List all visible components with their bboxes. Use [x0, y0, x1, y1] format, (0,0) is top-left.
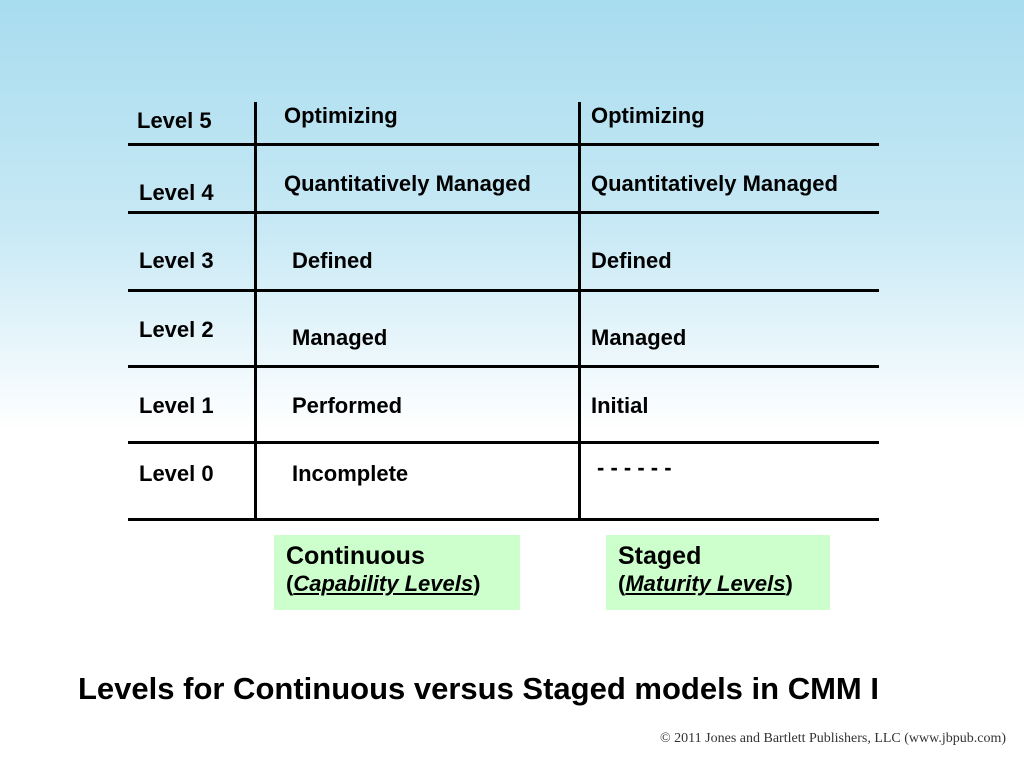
staged-legend-title: Staged [618, 542, 702, 570]
capability-level-name: Managed [292, 325, 388, 350]
capability-levels-label: Capability Levels [293, 571, 474, 596]
continuous-legend: Continuous (Capability Levels) [274, 535, 520, 610]
slide-caption: Levels for Continuous versus Staged mode… [78, 671, 879, 706]
maturity-level-name: Defined [591, 248, 672, 273]
row-divider [128, 143, 879, 146]
table-bottom-border [128, 518, 879, 521]
continuous-legend-title: Continuous [286, 542, 425, 570]
column-divider [254, 102, 257, 520]
copyright-notice: © 2011 Jones and Bartlett Publishers, LL… [660, 731, 1006, 746]
maturity-level-name: Quantitatively Managed [591, 171, 838, 196]
maturity-level-name: Optimizing [591, 103, 705, 128]
row-divider [128, 211, 879, 214]
level-label: Level 5 [137, 108, 212, 133]
row-divider [128, 441, 879, 444]
level-label: Level 2 [139, 317, 214, 342]
column-divider [578, 102, 581, 520]
level-label: Level 0 [139, 461, 214, 486]
capability-level-name: Incomplete [292, 461, 409, 486]
staged-legend-subtitle: (Maturity Levels) [618, 571, 793, 596]
continuous-legend-subtitle: (Capability Levels) [286, 571, 481, 596]
capability-level-name: Performed [292, 393, 403, 418]
capability-level-name: Optimizing [284, 103, 398, 128]
level-label: Level 4 [139, 180, 214, 205]
maturity-level-name: Managed [591, 325, 687, 350]
staged-legend: Staged (Maturity Levels) [606, 535, 830, 610]
maturity-levels-label: Maturity Levels [625, 571, 786, 596]
capability-level-name: Defined [292, 248, 373, 273]
level-label: Level 1 [139, 393, 214, 418]
row-divider [128, 289, 879, 292]
capability-level-name: Quantitatively Managed [284, 171, 531, 196]
maturity-level-name: Initial [591, 393, 649, 418]
row-divider [128, 365, 879, 368]
level-label: Level 3 [139, 248, 214, 273]
maturity-level-placeholder: - - - - - - [597, 455, 672, 480]
